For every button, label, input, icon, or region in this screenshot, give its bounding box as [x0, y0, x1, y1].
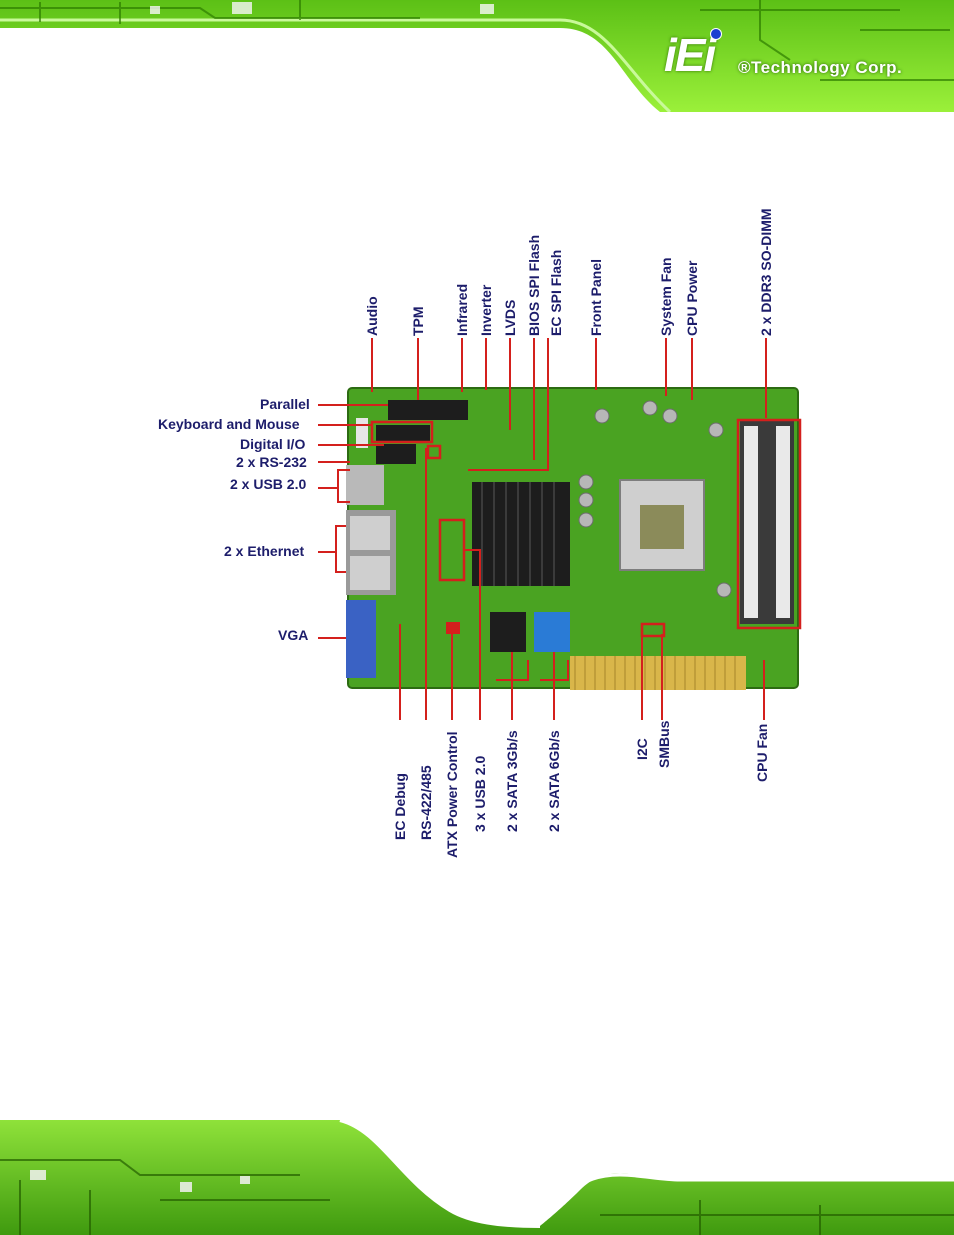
board-layout-figure: Parallel Keyboard and Mouse Digital I/O …	[150, 208, 810, 860]
label-smbus: SMBus	[656, 720, 672, 768]
logo-company-name: ®Technology Corp.	[738, 58, 903, 77]
label-parallel: Parallel	[260, 396, 310, 412]
label-sata-3gb: 2 x SATA 3Gb/s	[504, 730, 520, 832]
label-infrared: Infrared	[454, 283, 470, 336]
label-system-fan: System Fan	[658, 257, 674, 336]
logo-dot-icon	[710, 28, 722, 40]
label-lvds: LVDS	[502, 299, 518, 336]
label-bios-spi-flash: BIOS SPI Flash	[526, 234, 542, 336]
label-usb20-left: 2 x USB 2.0	[230, 476, 307, 492]
label-sata-6gb: 2 x SATA 6Gb/s	[546, 730, 562, 832]
label-cpu-fan: CPU Fan	[754, 723, 770, 782]
label-ethernet: 2 x Ethernet	[224, 543, 305, 559]
label-i2c: I2C	[634, 738, 650, 760]
label-ec-debug: EC Debug	[392, 773, 408, 840]
circuit-board-banner-bottom	[0, 1120, 954, 1235]
label-audio: Audio	[364, 296, 380, 336]
label-tpm: TPM	[410, 306, 426, 336]
label-vga: VGA	[278, 627, 309, 643]
circuit-board-banner-top	[0, 0, 954, 112]
label-cpu-power: CPU Power	[684, 260, 700, 336]
label-keyboard-and-mouse: Keyboard and Mouse	[158, 416, 300, 432]
label-ec-spi-flash: EC SPI Flash	[548, 249, 564, 336]
footer-band	[0, 1120, 954, 1235]
label-rs232: 2 x RS-232	[236, 454, 307, 470]
company-logo: iEi ®Technology Corp.	[664, 28, 914, 81]
label-usb20-bottom: 3 x USB 2.0	[472, 755, 488, 832]
header-band: iEi ®Technology Corp.	[0, 0, 954, 112]
label-digital-io: Digital I/O	[240, 436, 306, 452]
label-atx-power-control: ATX Power Control	[444, 731, 460, 858]
label-front-panel: Front Panel	[588, 258, 604, 336]
label-ddr3-so-dimm: 2 x DDR3 SO-DIMM	[758, 208, 774, 336]
label-rs422-485: RS-422/485	[418, 765, 434, 840]
label-inverter: Inverter	[478, 284, 494, 336]
motherboard-illustration	[318, 338, 802, 720]
logo-letters: iEi	[664, 29, 716, 81]
